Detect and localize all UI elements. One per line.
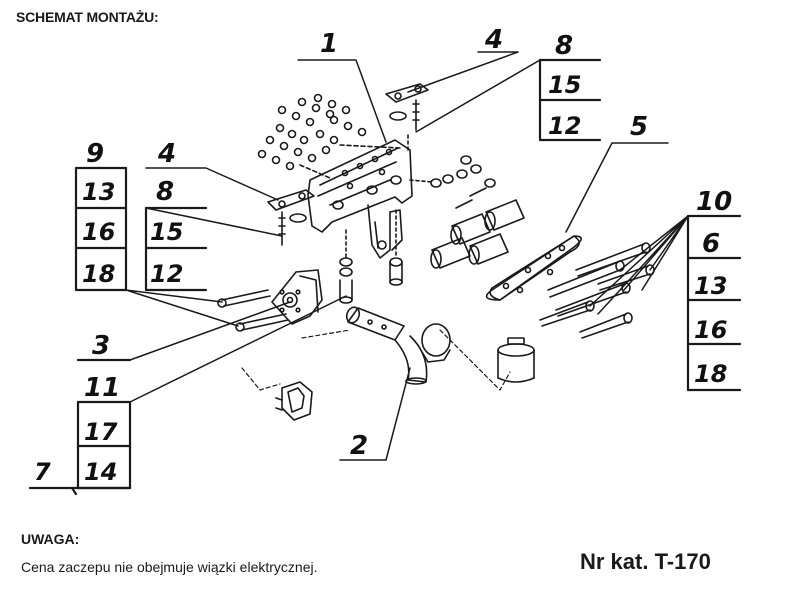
box-d-item-5: 18 (694, 360, 727, 388)
box-d-item-3: 13 (694, 272, 727, 300)
box-e-item-3: 14 (84, 458, 117, 486)
crossbar-bracket-part (307, 139, 413, 259)
label-part-2: 2 (350, 431, 368, 461)
box-c-item-1: 8 (156, 177, 174, 207)
box-d-item-4: 16 (694, 316, 727, 344)
label-frames (28, 58, 742, 496)
side-connector-plate (271, 269, 323, 325)
left-bolts (217, 289, 289, 332)
spacer-tubes-right (430, 187, 525, 269)
catalog-number: Nr kat. T-170 (580, 549, 711, 574)
page-title: SCHEMAT MONTAŻU: (16, 9, 159, 25)
top-bolt-plate (385, 83, 429, 151)
box-a-item-1: 8 (555, 31, 573, 61)
box-c-item-2: 15 (150, 218, 183, 246)
label-part-7: 7 (34, 458, 51, 486)
box-b-item-4: 18 (82, 260, 115, 288)
spacer-tubes-center (339, 209, 403, 304)
box-e-item-1: 11 (84, 373, 120, 403)
label-part-4-left: 4 (157, 139, 176, 169)
ball-cap (497, 337, 535, 383)
box-b-item-2: 13 (82, 178, 115, 206)
left-bolt-plate (267, 189, 315, 246)
box-b-item-3: 16 (82, 218, 115, 246)
tow-ball-part (345, 306, 451, 385)
guide-lines (241, 329, 511, 391)
box-d-item-2: 6 (702, 229, 720, 259)
box-a-item-3: 12 (548, 112, 581, 140)
label-part-1: 1 (320, 29, 338, 59)
note-text: Cena zaczepu nie obejmuje wiązki elektry… (21, 559, 318, 575)
box-c-item-3: 12 (150, 260, 183, 288)
box-e-item-2: 17 (84, 418, 118, 446)
box-d-item-1: 10 (696, 187, 732, 217)
label-part-4-top: 4 (484, 25, 503, 55)
label-part-3: 3 (92, 331, 110, 361)
label-part-5: 5 (630, 112, 648, 142)
nuts-row-right (409, 155, 496, 188)
nuts-cluster-top (257, 93, 401, 179)
right-mount-plate (485, 235, 582, 301)
box-b-item-1: 9 (86, 139, 104, 169)
note-title: UWAGA: (21, 531, 80, 547)
box-a-item-2: 15 (548, 71, 581, 99)
electrical-socket (275, 381, 313, 421)
